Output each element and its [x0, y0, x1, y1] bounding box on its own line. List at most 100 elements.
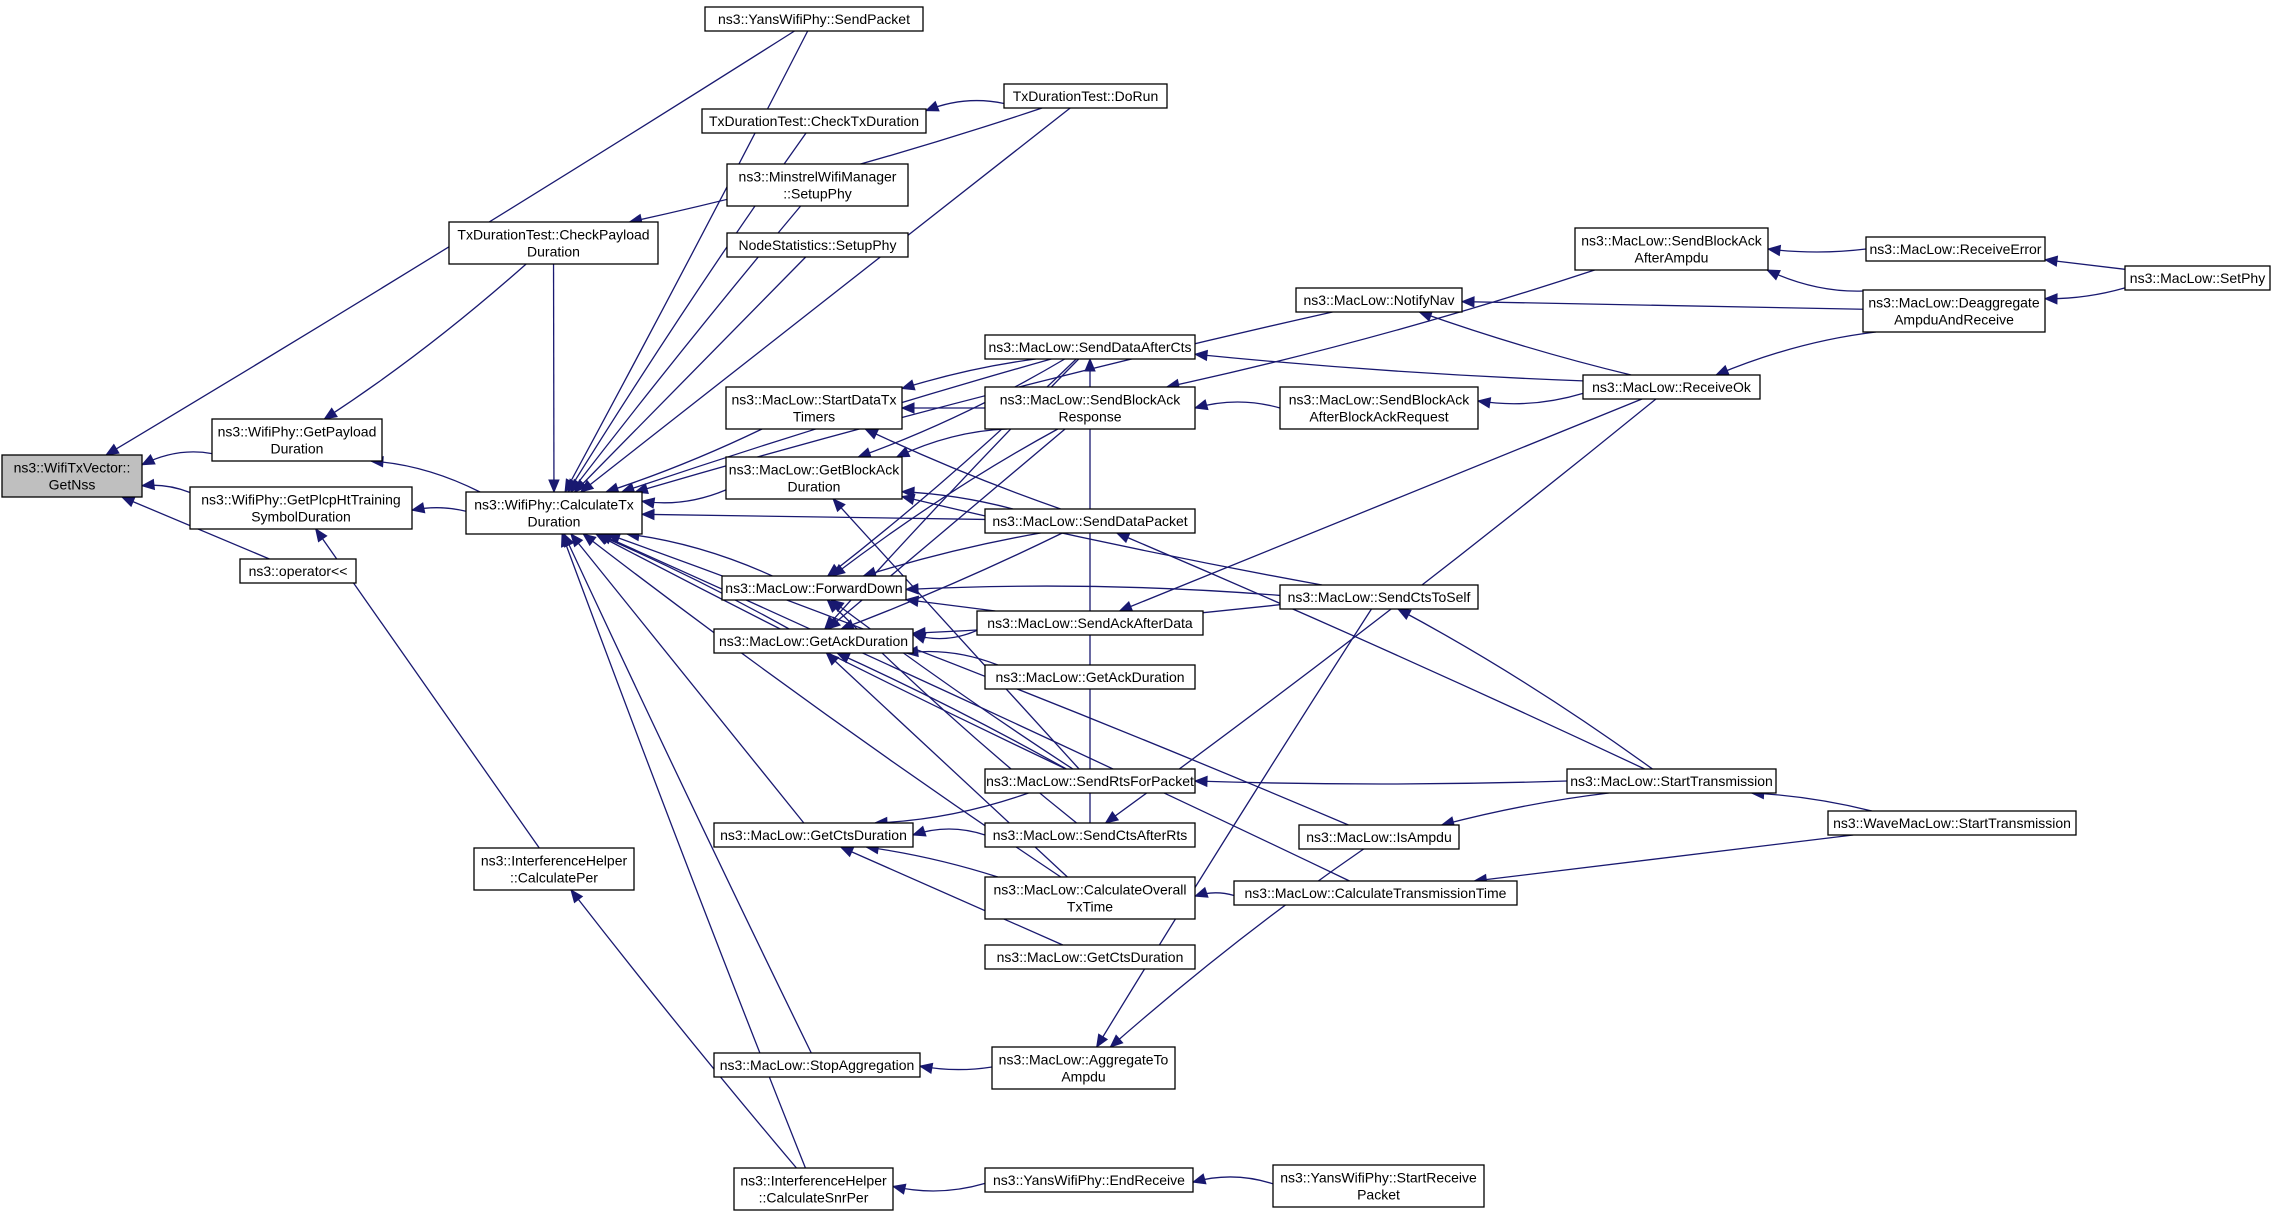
node-notifynav[interactable]: ns3::MacLow::NotifyNav [1295, 287, 1463, 313]
node-receiveerror[interactable]: ns3::MacLow::ReceiveError [1865, 236, 2046, 262]
node-box[interactable] [984, 386, 1196, 430]
edge-yanssend-to-calctx [564, 30, 809, 493]
arrowhead-icon [582, 533, 597, 547]
node-label: SymbolDuration [251, 509, 351, 525]
node-checktx[interactable]: TxDurationTest::CheckTxDuration [701, 108, 927, 134]
node-box[interactable] [2124, 265, 2271, 291]
node-box[interactable] [1862, 289, 2046, 333]
edge-dorun-to-calctx [580, 107, 1071, 493]
node-sendbarreq[interactable]: ns3::MacLow::SendBlockAckAfterBlockAckRe… [1279, 386, 1479, 430]
node-box[interactable] [1566, 768, 1777, 794]
node-box[interactable] [991, 1046, 1176, 1090]
node-box[interactable] [1295, 287, 1463, 313]
node-label: ns3::MacLow::SendAckAfterData [987, 615, 1193, 631]
node-getackdur[interactable]: ns3::MacLow::GetAckDuration [713, 628, 914, 654]
node-box[interactable] [726, 163, 909, 207]
node-endreceive[interactable]: ns3::YansWifiPhy::EndReceive [984, 1167, 1194, 1193]
node-box[interactable] [1827, 810, 2077, 836]
node-box[interactable] [1272, 1164, 1485, 1208]
node-box[interactable] [1865, 236, 2046, 262]
node-sendctsafter[interactable]: ns3::MacLow::SendCtsAfterRts [984, 822, 1196, 848]
edge-deaggregate-to-notifynav [1461, 300, 1864, 310]
node-box[interactable] [725, 386, 903, 430]
node-box[interactable] [1279, 386, 1479, 430]
node-box[interactable] [448, 221, 659, 265]
node-wavestart[interactable]: ns3::WaveMacLow::StartTransmission [1827, 810, 2077, 836]
node-yanssend[interactable]: ns3::YansWifiPhy::SendPacket [704, 6, 924, 32]
node-box[interactable] [1582, 374, 1761, 400]
node-receiveok[interactable]: ns3::MacLow::ReceiveOk [1582, 374, 1761, 400]
node-box[interactable] [984, 508, 1196, 534]
node-box[interactable] [713, 822, 914, 848]
node-sendctstoself[interactable]: ns3::MacLow::SendCtsToSelf [1279, 584, 1479, 610]
node-forwarddown[interactable]: ns3::MacLow::ForwardDown [721, 575, 907, 601]
node-box[interactable] [726, 232, 909, 258]
node-box[interactable] [1, 454, 143, 498]
node-box[interactable] [1574, 227, 1769, 271]
node-box[interactable] [984, 768, 1196, 794]
node-nodestats[interactable]: NodeStatistics::SetupPhy [726, 232, 909, 258]
node-getctsdur[interactable]: ns3::MacLow::GetCtsDuration [713, 822, 914, 848]
node-box[interactable] [984, 822, 1196, 848]
node-sendackafter[interactable]: ns3::MacLow::SendAckAfterData [976, 610, 1204, 636]
node-sendrts[interactable]: ns3::MacLow::SendRtsForPacket [984, 768, 1196, 794]
node-calctranstime[interactable]: ns3::MacLow::CalculateTransmissionTime [1233, 880, 1518, 906]
node-box[interactable] [976, 610, 1204, 636]
node-root[interactable]: ns3::WifiTxVector::GetNss [1, 454, 143, 498]
node-getplcp[interactable]: ns3::WifiPhy::GetPlcpHtTrainingSymbolDur… [189, 486, 413, 530]
arrowhead-icon [140, 454, 156, 466]
edge-sendbaresp-to-forwarddown [832, 428, 1059, 577]
node-box[interactable] [725, 456, 903, 500]
node-stopagg[interactable]: ns3::MacLow::StopAggregation [713, 1052, 921, 1078]
node-box[interactable] [239, 558, 357, 584]
node-box[interactable] [1298, 824, 1460, 850]
node-box[interactable] [713, 628, 914, 654]
node-getctsdur2[interactable]: ns3::MacLow::GetCtsDuration [984, 944, 1196, 970]
node-box[interactable] [984, 876, 1196, 920]
node-starttrans[interactable]: ns3::MacLow::StartTransmission [1566, 768, 1777, 794]
node-box[interactable] [189, 486, 413, 530]
edge-sendbaafter-to-sendbaresp [1166, 269, 1595, 388]
node-operator[interactable]: ns3::operator<< [239, 558, 357, 584]
node-box[interactable] [701, 108, 927, 134]
node-label: ns3::MacLow::SendDataAfterCts [988, 339, 1191, 355]
node-box[interactable] [721, 575, 907, 601]
node-box[interactable] [1279, 584, 1479, 610]
node-minstrel[interactable]: ns3::MinstrelWifiManager::SetupPhy [726, 163, 909, 207]
node-senddataafter[interactable]: ns3::MacLow::SendDataAfterCts [984, 334, 1196, 360]
node-box[interactable] [473, 847, 635, 891]
node-box[interactable] [1233, 880, 1518, 906]
node-box[interactable] [1003, 83, 1168, 109]
node-isampdu[interactable]: ns3::MacLow::IsAmpdu [1298, 824, 1460, 850]
node-calcsnr[interactable]: ns3::InterferenceHelper::CalculateSnrPer [733, 1167, 894, 1211]
node-getackdur2[interactable]: ns3::MacLow::GetAckDuration [984, 664, 1196, 690]
node-label: AmpduAndReceive [1894, 312, 2014, 328]
edge-isampdu-to-calctx [607, 533, 1349, 826]
node-box[interactable] [984, 944, 1196, 970]
node-box[interactable] [733, 1167, 894, 1211]
node-box[interactable] [713, 1052, 921, 1078]
node-box[interactable] [984, 334, 1196, 360]
node-box[interactable] [465, 491, 643, 535]
arrowhead-icon [640, 497, 656, 509]
arrowhead-icon [323, 407, 338, 420]
node-dorun[interactable]: TxDurationTest::DoRun [1003, 83, 1168, 109]
node-box[interactable] [984, 664, 1196, 690]
node-box[interactable] [984, 1167, 1194, 1193]
node-box[interactable] [211, 418, 383, 462]
node-calcper[interactable]: ns3::InterferenceHelper::CalculatePer [473, 847, 635, 891]
node-senddatapacket[interactable]: ns3::MacLow::SendDataPacket [984, 508, 1196, 534]
node-box[interactable] [704, 6, 924, 32]
node-setphy[interactable]: ns3::MacLow::SetPhy [2124, 265, 2271, 291]
